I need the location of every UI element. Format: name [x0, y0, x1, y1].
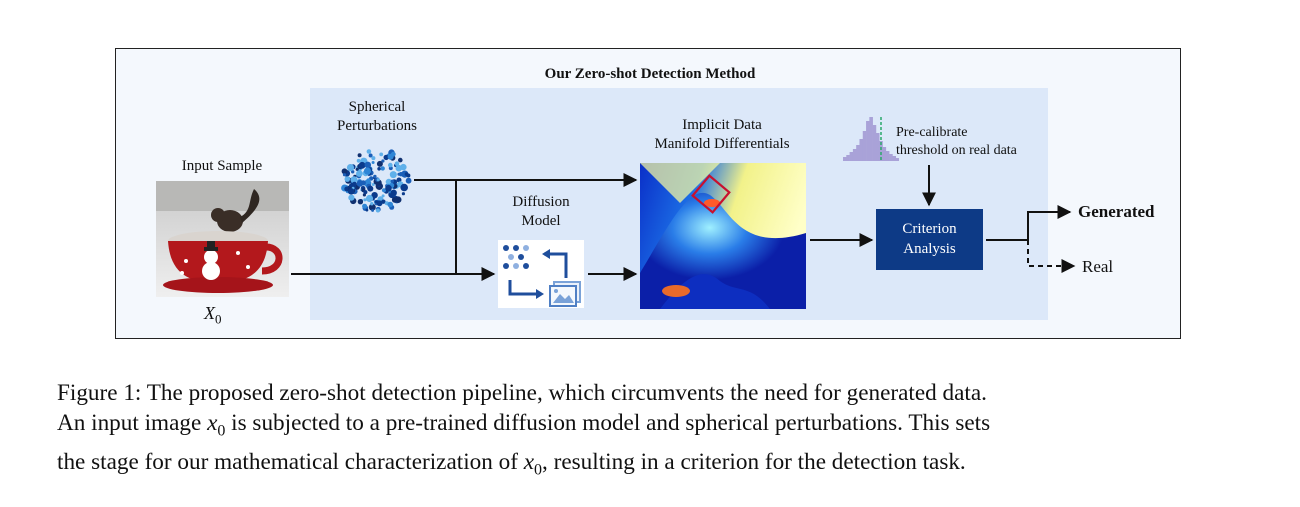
sphere-dot	[381, 188, 387, 193]
sphere-dot	[371, 209, 374, 212]
sphere-dot	[348, 194, 355, 201]
sphere-dot	[355, 167, 359, 171]
sphere-dot	[394, 196, 402, 203]
histogram-bar	[859, 139, 864, 161]
sphere-dot	[405, 177, 412, 184]
sphere-dot	[367, 185, 374, 192]
sphere-dot	[351, 170, 355, 174]
histogram-bar	[882, 147, 887, 161]
output-real-label: Real	[1082, 257, 1114, 276]
sphere-dot	[394, 161, 400, 166]
threshold-histogram-icon	[843, 117, 899, 161]
method-title: Our Zero-shot Detection Method	[544, 66, 756, 82]
sphere-dot	[344, 176, 351, 182]
sphere-dot	[398, 157, 403, 163]
sphere-dot	[400, 183, 408, 192]
histogram-bar	[869, 117, 873, 161]
sphere-dot	[390, 189, 397, 196]
sphere-dot	[376, 200, 383, 207]
sphere-dot	[364, 161, 372, 169]
sphere-dot	[352, 181, 357, 187]
histogram-bar	[862, 131, 867, 161]
precalibrate-label: Pre-calibrate threshold on real data	[896, 125, 1017, 158]
manifold-differentials-label: Implicit Data Manifold Differentials	[654, 117, 790, 152]
sphere-dot	[377, 167, 381, 171]
sphere-dot	[383, 154, 389, 161]
sphere-dot	[379, 152, 384, 157]
sphere-dot	[362, 193, 366, 197]
sphere-dot	[381, 194, 385, 198]
caption-line-1: Figure 1: The proposed zero-shot detecti…	[57, 380, 987, 406]
sphere-dot	[387, 201, 393, 208]
sphere-dot	[342, 173, 347, 177]
sphere-dot	[350, 176, 358, 184]
sphere-dot	[390, 151, 396, 157]
sphere-dot	[365, 208, 369, 212]
sphere-dot	[363, 167, 372, 175]
sphere-dot	[368, 153, 373, 158]
input-symbol: X0	[204, 303, 222, 327]
sphere-dot	[373, 174, 377, 179]
histogram-bar	[866, 121, 870, 161]
sphere-dot	[376, 160, 383, 167]
sphere-dot	[371, 183, 375, 186]
histogram-bar	[885, 151, 890, 161]
sphere-dot	[356, 180, 364, 187]
sphere-dot	[406, 173, 411, 178]
sphere-dot	[374, 200, 378, 204]
sphere-dot	[368, 203, 376, 211]
sphere-dot	[341, 168, 348, 175]
sphere-dot	[375, 208, 380, 213]
sphere-dot	[358, 161, 366, 169]
sphere-dot	[357, 199, 364, 205]
histogram-bar	[892, 156, 896, 161]
sphere-dot	[356, 170, 363, 177]
sphere-dot	[389, 171, 397, 179]
spherical-perturbations-icon	[341, 149, 412, 213]
histogram-bar	[895, 158, 899, 161]
histogram-bar	[852, 149, 857, 161]
sphere-dot	[376, 178, 380, 182]
diffusion-model-icon	[498, 240, 584, 308]
sphere-dot	[390, 179, 394, 183]
sphere-dot	[362, 203, 368, 209]
histogram-bar	[856, 145, 860, 161]
sphere-dot	[363, 190, 368, 195]
sphere-dot	[366, 149, 372, 154]
sphere-dot	[365, 194, 374, 203]
sphere-dot	[395, 164, 403, 172]
output-generated-label: Generated	[1078, 202, 1155, 221]
figure-caption: Figure 1: The proposed zero-shot detecti…	[57, 378, 1247, 485]
diffusion-model-label: Diffusion Model	[512, 194, 570, 229]
histogram-bar	[879, 141, 883, 161]
caption-line-3: the stage for our mathematical character…	[57, 448, 966, 479]
manifold-surface-plot	[640, 163, 806, 309]
sphere-dot	[371, 161, 375, 164]
sphere-dot	[385, 184, 392, 192]
spherical-perturbations-label: Spherical Perturbations	[337, 99, 417, 134]
criterion-analysis-box: Criterion Analysis	[876, 209, 983, 270]
sphere-dot	[347, 188, 355, 195]
sphere-dot	[370, 202, 374, 206]
histogram-bar	[889, 154, 893, 161]
input-sample-label: Input Sample	[181, 158, 263, 174]
histogram-bar	[875, 133, 880, 161]
sphere-dot	[356, 158, 361, 163]
sphere-dot	[380, 166, 385, 171]
sphere-dot	[401, 192, 405, 196]
histogram-bar	[872, 125, 877, 161]
sphere-dot	[371, 156, 376, 161]
sphere-dot	[346, 164, 355, 172]
sphere-dot	[388, 162, 393, 168]
sphere-dot	[363, 198, 367, 202]
caption-line-2: An input image x0 is subjected to a pre-…	[57, 410, 991, 440]
input-sample-image	[156, 181, 289, 297]
histogram-bar	[849, 152, 854, 161]
histogram-bar	[846, 155, 850, 161]
histogram-bar	[843, 157, 847, 161]
sphere-dot	[357, 153, 362, 158]
sphere-dot	[381, 159, 385, 163]
